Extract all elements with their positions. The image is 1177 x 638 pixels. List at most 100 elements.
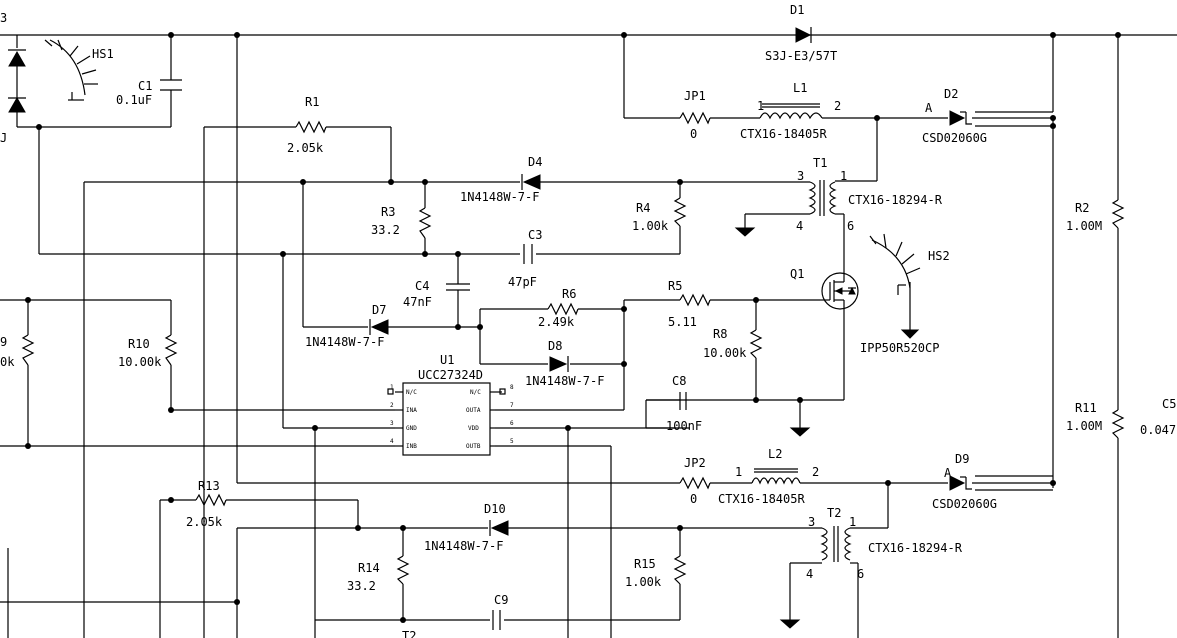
d10-part: 1N4148W-7-F — [424, 539, 503, 553]
heatsink-hs1-symbol — [44, 39, 98, 101]
hs2-label: HS2 — [928, 249, 950, 263]
mosfet-q1 — [820, 272, 859, 312]
left-j-fragment: J — [0, 131, 7, 145]
r6-value: 2.49k — [538, 315, 575, 329]
d1-name: D1 — [790, 3, 804, 17]
jp1-value: 0 — [690, 127, 697, 141]
u1-pin-ina: INA — [406, 407, 417, 414]
ground-symbol-t2 — [779, 619, 801, 629]
t2-pin4: 4 — [806, 567, 813, 581]
d9-part: CSD02060G — [932, 497, 997, 511]
d7-name: D7 — [372, 303, 386, 317]
d9-anode: A — [944, 466, 952, 480]
u1-pin-inb: INB — [406, 443, 417, 450]
capacitor-c1 — [160, 79, 182, 91]
resistor-r8 — [749, 329, 763, 359]
u1-pin-outa: OUTA — [466, 407, 481, 414]
d10-name: D10 — [484, 502, 506, 516]
r5-value: 5.11 — [668, 315, 697, 329]
u1-pin-number-8: 8 — [510, 384, 514, 391]
r10-name: R10 — [128, 337, 150, 351]
r3-value: 33.2 — [371, 223, 400, 237]
d1-part: S3J-E3/57T — [765, 49, 837, 63]
u1-pin-number-6: 6 — [510, 420, 514, 427]
d2-anode: A — [925, 101, 933, 115]
c4-value: 47nF — [403, 295, 432, 309]
r13-value: 2.05k — [186, 515, 223, 529]
capacitor-c4 — [446, 283, 470, 291]
r4-name: R4 — [636, 201, 650, 215]
bridge-diode-top — [8, 49, 26, 67]
resistor-jp2 — [679, 476, 711, 490]
r4-value: 1.00k — [632, 219, 669, 233]
l2-pin2: 2 — [812, 465, 819, 479]
d4-name: D4 — [528, 155, 542, 169]
r5-name: R5 — [668, 279, 682, 293]
transformer-t2 — [820, 526, 852, 562]
resistor-r6 — [547, 302, 579, 316]
inductor-l2 — [751, 468, 801, 485]
capacitor-c3 — [523, 244, 533, 264]
r8-value: 10.00k — [703, 346, 747, 360]
c8-name: C8 — [672, 374, 686, 388]
t2-pin1: 1 — [849, 515, 856, 529]
ground-symbol-q1 — [789, 427, 811, 437]
l1-pin1: 1 — [757, 99, 764, 113]
hs1-label: HS1 — [92, 47, 114, 61]
resistor-r2 — [1111, 199, 1125, 229]
u1-pin-nc1: N/C — [406, 389, 417, 396]
resistor-r9 — [21, 334, 35, 366]
u1-pin-number-4: 4 — [390, 438, 394, 445]
diode-d2 — [949, 110, 972, 126]
resistor-r3 — [418, 207, 432, 239]
ic-u1-body — [387, 382, 506, 456]
diode-d10 — [489, 520, 509, 536]
u1-pin-nc2: N/C — [470, 389, 481, 396]
junctions — [25, 32, 1121, 623]
diode-d8 — [549, 356, 569, 372]
t1-pin3: 3 — [797, 169, 804, 183]
t2-pin6: 6 — [857, 567, 864, 581]
capacitor-c9 — [492, 610, 501, 630]
ground-symbol-hs2 — [900, 329, 920, 339]
r11-value: 1.00M — [1066, 419, 1102, 433]
resistor-r15 — [673, 555, 687, 585]
t2-name: T2 — [827, 506, 841, 520]
u1-pin-number-3: 3 — [390, 420, 394, 427]
c4-name: C4 — [415, 279, 429, 293]
l1-pin2: 2 — [834, 99, 841, 113]
d2-name: D2 — [944, 87, 958, 101]
r15-name: R15 — [634, 557, 656, 571]
resistor-r1 — [295, 120, 327, 134]
jp1-name: JP1 — [684, 89, 706, 103]
r3-name: R3 — [381, 205, 395, 219]
d2-part: CSD02060G — [922, 131, 987, 145]
t1-pin1: 1 — [840, 169, 847, 183]
r13-name: R13 — [198, 479, 220, 493]
c5-fragment-value: 0.047 — [1140, 423, 1176, 437]
r1-value: 2.05k — [287, 141, 324, 155]
c1-name: C1 — [138, 79, 152, 93]
bridge-diode-bottom — [8, 96, 26, 113]
t2-pin3: 3 — [808, 515, 815, 529]
r2-value: 1.00M — [1066, 219, 1102, 233]
u1-pin-number-7: 7 — [510, 402, 514, 409]
diode-d9 — [949, 475, 972, 491]
r1-name: R1 — [305, 95, 319, 109]
diode-d1 — [795, 27, 812, 43]
q1-part: IPP50R520CP — [860, 341, 939, 355]
jp2-value: 0 — [690, 492, 697, 506]
r9-fragment-value: 0k — [0, 355, 15, 369]
inductor-l1 — [759, 103, 823, 120]
c5-fragment-name: C5 — [1162, 397, 1176, 411]
top-left-fragment: 3 — [0, 11, 7, 25]
transformer-t1 — [808, 180, 844, 216]
labels: 3 J HS1 C1 0.1uF D1 S3J-E3/57T JP1 0 L1 … — [0, 3, 1176, 638]
t1-part: CTX16-18294-R — [848, 193, 943, 207]
c9-name: C9 — [494, 593, 508, 607]
d9-name: D9 — [955, 452, 969, 466]
t1-name: T1 — [813, 156, 827, 170]
c3-name: C3 — [528, 228, 542, 242]
r11-name: R11 — [1075, 401, 1097, 415]
